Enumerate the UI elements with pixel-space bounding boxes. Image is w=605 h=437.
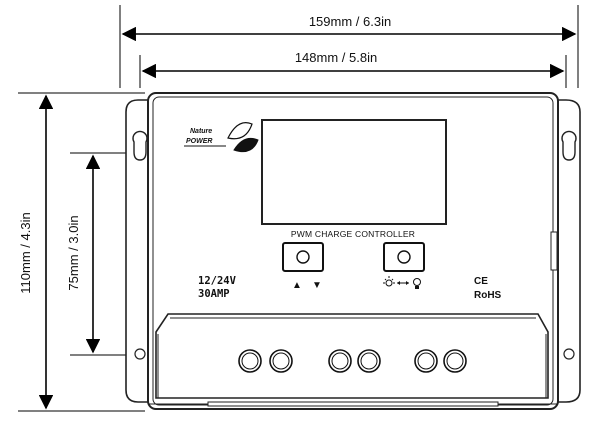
total-height-label: 110mm / 4.3in: [18, 212, 33, 293]
body-width-label: 148mm / 5.8in: [295, 50, 377, 65]
rohs-mark: RoHS: [474, 290, 502, 301]
voltage-label: 12/24V: [198, 275, 237, 287]
keyhole-slot-right: [561, 130, 577, 161]
dimension-mount-spacing: 75mm / 3.0in: [66, 152, 136, 356]
right-mounting-ear: [556, 99, 581, 403]
keyhole-slot-left: [132, 130, 148, 161]
current-label: 30AMP: [198, 288, 230, 300]
lcd-display: [261, 119, 447, 225]
leaf-icon: [227, 122, 253, 140]
terminal-group-solar: [238, 349, 293, 373]
menu-button-left[interactable]: [282, 242, 324, 272]
svg-text:POWER: POWER: [186, 138, 212, 145]
mount-hole-left: [134, 348, 146, 360]
dimension-total-width: 159mm / 6.3in: [119, 5, 579, 88]
panel-title: PWM CHARGE CONTROLLER: [291, 229, 415, 239]
svg-text:Nature: Nature: [190, 128, 212, 135]
dimension-total-height: 110mm / 4.3in: [18, 92, 145, 412]
left-mounting-ear: [125, 99, 148, 403]
terminal-cover: [155, 313, 549, 407]
ce-mark: CE: [474, 276, 488, 287]
arrow-down-icon: ▼: [312, 280, 322, 291]
mount-hole-right: [563, 348, 575, 360]
leaf-icon: [233, 137, 259, 153]
sun-bulb-icon: [383, 276, 421, 289]
arrow-up-icon: ▲: [292, 280, 302, 291]
terminal-group-battery: [328, 349, 381, 373]
mount-spacing-label: 75mm / 3.0in: [66, 215, 81, 290]
brand-logo: Nature POWER: [184, 122, 259, 153]
terminal-group-load: [414, 349, 467, 373]
menu-button-right[interactable]: [383, 242, 425, 272]
dimension-body-width: 148mm / 5.8in: [139, 50, 567, 88]
total-width-label: 159mm / 6.3in: [309, 14, 391, 29]
